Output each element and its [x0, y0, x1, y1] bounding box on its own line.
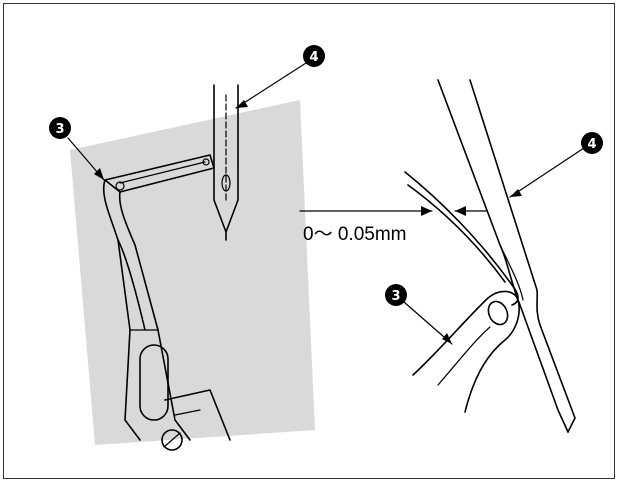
svg-text:3: 3 — [55, 122, 64, 137]
leader-needle-left — [235, 62, 307, 109]
dim-arrow-right — [455, 206, 466, 216]
left-view: 3 4 — [49, 45, 325, 451]
svg-text:3: 3 — [391, 289, 400, 304]
badge-needle-left: 4 — [303, 45, 325, 67]
hook-right — [404, 171, 520, 413]
badge-hook-left: 3 — [49, 117, 71, 139]
leader-needle-right — [509, 147, 585, 198]
hook-shadow — [70, 100, 315, 445]
hook-left — [102, 154, 231, 451]
badge-hook-right: 3 — [385, 284, 407, 306]
right-view: 0〜 0.05mm 4 3 — [299, 79, 603, 433]
badge-needle-right: 4 — [581, 132, 603, 154]
arrowhead-hook-right — [442, 333, 452, 344]
svg-text:4: 4 — [309, 50, 318, 65]
clearance-label: 0〜 0.05mm — [303, 224, 406, 245]
arrowhead-needle-left — [236, 100, 248, 108]
arrowhead-hook-left — [94, 168, 104, 180]
dim-arrow-left — [421, 206, 432, 216]
needle-left — [213, 84, 239, 241]
arrowhead-needle-right — [510, 189, 522, 197]
needle-right — [437, 79, 576, 433]
svg-text:4: 4 — [587, 137, 596, 152]
